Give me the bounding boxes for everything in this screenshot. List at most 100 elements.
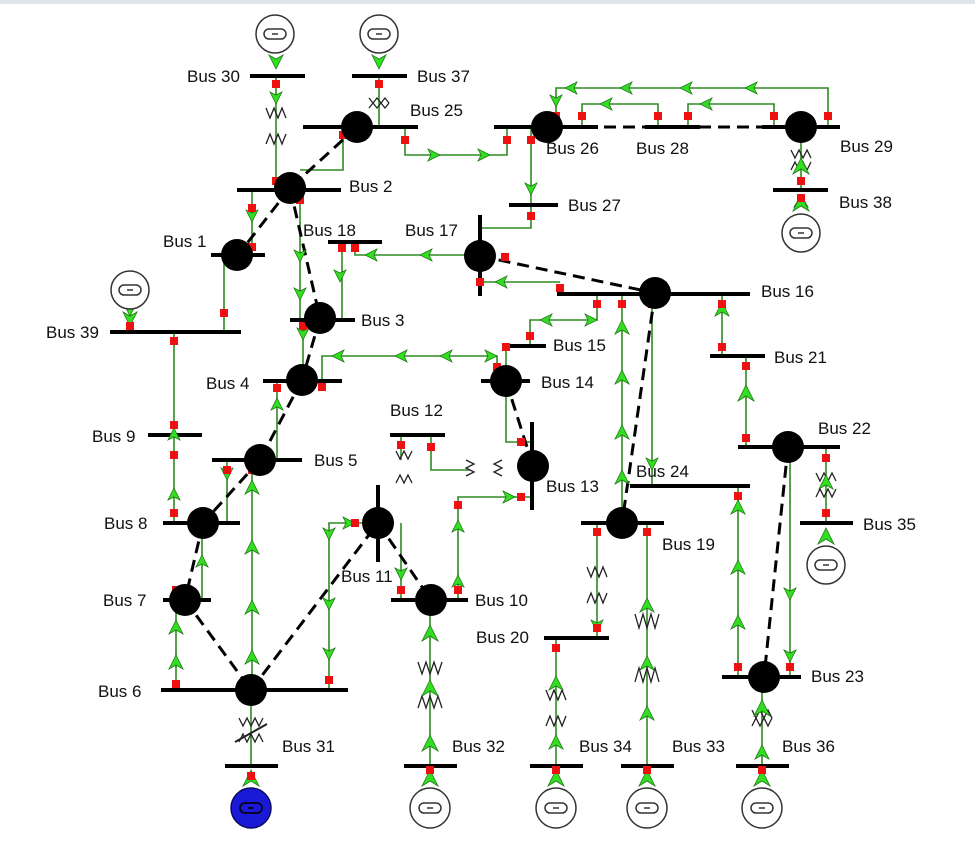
bus-node-1[interactable] — [221, 239, 253, 271]
generator-icon[interactable] — [359, 14, 399, 54]
breaker-icon[interactable] — [822, 454, 830, 462]
breaker-icon[interactable] — [454, 586, 462, 594]
breaker-icon[interactable] — [502, 343, 510, 351]
breaker-icon[interactable] — [643, 766, 651, 774]
generator-icon[interactable] — [409, 787, 451, 829]
breaker-icon[interactable] — [718, 300, 726, 308]
breaker-icon[interactable] — [325, 676, 333, 684]
transformer-icon[interactable] — [265, 106, 287, 146]
breaker-icon[interactable] — [758, 766, 766, 774]
dashed-link-4-5[interactable] — [258, 379, 304, 461]
breaker-icon[interactable] — [170, 421, 178, 429]
breaker-icon[interactable] — [454, 501, 462, 509]
transformer-icon[interactable] — [634, 611, 660, 685]
breaker-icon[interactable] — [797, 194, 805, 202]
bus-node-11[interactable] — [362, 507, 394, 539]
breaker-icon[interactable] — [427, 443, 435, 451]
breaker-icon[interactable] — [556, 284, 564, 292]
bus-node-16[interactable] — [639, 277, 671, 309]
breaker-icon[interactable] — [593, 300, 601, 308]
transformer-icon[interactable] — [234, 716, 268, 744]
breaker-icon[interactable] — [526, 332, 534, 340]
breaker-icon[interactable] — [742, 434, 750, 442]
line-17-27[interactable] — [480, 205, 532, 229]
breaker-icon[interactable] — [654, 112, 662, 120]
bus-node-26[interactable] — [531, 111, 563, 143]
bus-node-2[interactable] — [274, 172, 306, 204]
slack-generator-icon[interactable] — [230, 787, 272, 829]
line-28-29[interactable] — [581, 103, 659, 127]
bus-node-25[interactable] — [341, 111, 373, 143]
bus-node-29[interactable] — [785, 111, 817, 143]
dashed-link-7-6[interactable] — [183, 599, 253, 691]
breaker-icon[interactable] — [220, 309, 228, 317]
dashed-link-5-8[interactable] — [201, 458, 262, 525]
dashed-link-17-16[interactable] — [479, 254, 656, 295]
dashed-link-6-11[interactable] — [249, 522, 380, 691]
breaker-icon[interactable] — [501, 253, 509, 261]
generator-icon[interactable] — [806, 545, 846, 585]
bus-node-23[interactable] — [748, 661, 780, 693]
breaker-icon[interactable] — [299, 322, 307, 330]
bus-node-7[interactable] — [169, 584, 201, 616]
line-25-26[interactable] — [404, 127, 508, 156]
breaker-icon[interactable] — [247, 772, 255, 780]
bus-node-17[interactable] — [464, 240, 496, 272]
bus-node-8[interactable] — [187, 507, 219, 539]
breaker-icon[interactable] — [618, 300, 626, 308]
breaker-icon[interactable] — [318, 383, 326, 391]
dashed-link-2-3[interactable] — [288, 187, 322, 319]
bus-node-3[interactable] — [304, 302, 336, 334]
breaker-icon[interactable] — [273, 384, 281, 392]
line-4-14[interactable] — [321, 355, 498, 381]
transformer-icon[interactable] — [751, 708, 773, 728]
breaker-icon[interactable] — [517, 438, 525, 446]
breaker-icon[interactable] — [339, 131, 347, 139]
dashed-link-25-2[interactable] — [288, 125, 359, 190]
transformer-icon[interactable] — [395, 449, 413, 485]
transformer-icon[interactable] — [464, 459, 504, 477]
bus-node-4[interactable] — [286, 364, 318, 396]
breaker-icon[interactable] — [770, 112, 778, 120]
breaker-icon[interactable] — [503, 136, 511, 144]
generator-icon[interactable] — [781, 213, 821, 253]
breaker-icon[interactable] — [718, 343, 726, 351]
bus-node-13[interactable] — [517, 450, 549, 482]
dashed-link-22-23[interactable] — [762, 446, 790, 678]
dashed-link-14-13[interactable] — [504, 380, 535, 467]
generator-icon[interactable] — [741, 787, 783, 829]
line-25-2[interactable] — [300, 127, 344, 171]
breaker-icon[interactable] — [734, 663, 742, 671]
breaker-icon[interactable] — [493, 363, 501, 371]
breaker-icon[interactable] — [397, 586, 405, 594]
breaker-icon[interactable] — [684, 112, 692, 120]
breaker-icon[interactable] — [126, 322, 134, 330]
breaker-icon[interactable] — [593, 624, 601, 632]
line-10-13[interactable] — [457, 496, 530, 600]
line-6-11[interactable] — [328, 522, 378, 690]
breaker-icon[interactable] — [552, 644, 560, 652]
breaker-icon[interactable] — [824, 112, 832, 120]
breaker-icon[interactable] — [527, 136, 535, 144]
bus-node-6[interactable] — [235, 674, 267, 706]
generator-icon[interactable] — [626, 787, 668, 829]
line-12-13[interactable] — [430, 435, 470, 471]
breaker-icon[interactable] — [351, 519, 359, 527]
dashed-link-2-1[interactable] — [236, 187, 292, 256]
breaker-icon[interactable] — [248, 204, 256, 212]
breaker-icon[interactable] — [552, 766, 560, 774]
breaker-icon[interactable] — [593, 528, 601, 536]
generator-icon[interactable] — [110, 270, 150, 310]
bus-node-19[interactable] — [606, 507, 638, 539]
breaker-icon[interactable] — [742, 362, 750, 370]
breaker-icon[interactable] — [426, 766, 434, 774]
transformer-icon[interactable] — [586, 565, 608, 605]
bus-node-10[interactable] — [415, 584, 447, 616]
breaker-icon[interactable] — [401, 136, 409, 144]
generator-icon[interactable] — [255, 14, 295, 54]
dashed-link-16-19[interactable] — [620, 292, 657, 524]
line-28-29b[interactable] — [687, 103, 775, 127]
breaker-icon[interactable] — [578, 112, 586, 120]
breaker-icon[interactable] — [797, 177, 805, 185]
bus-node-5[interactable] — [244, 444, 276, 476]
